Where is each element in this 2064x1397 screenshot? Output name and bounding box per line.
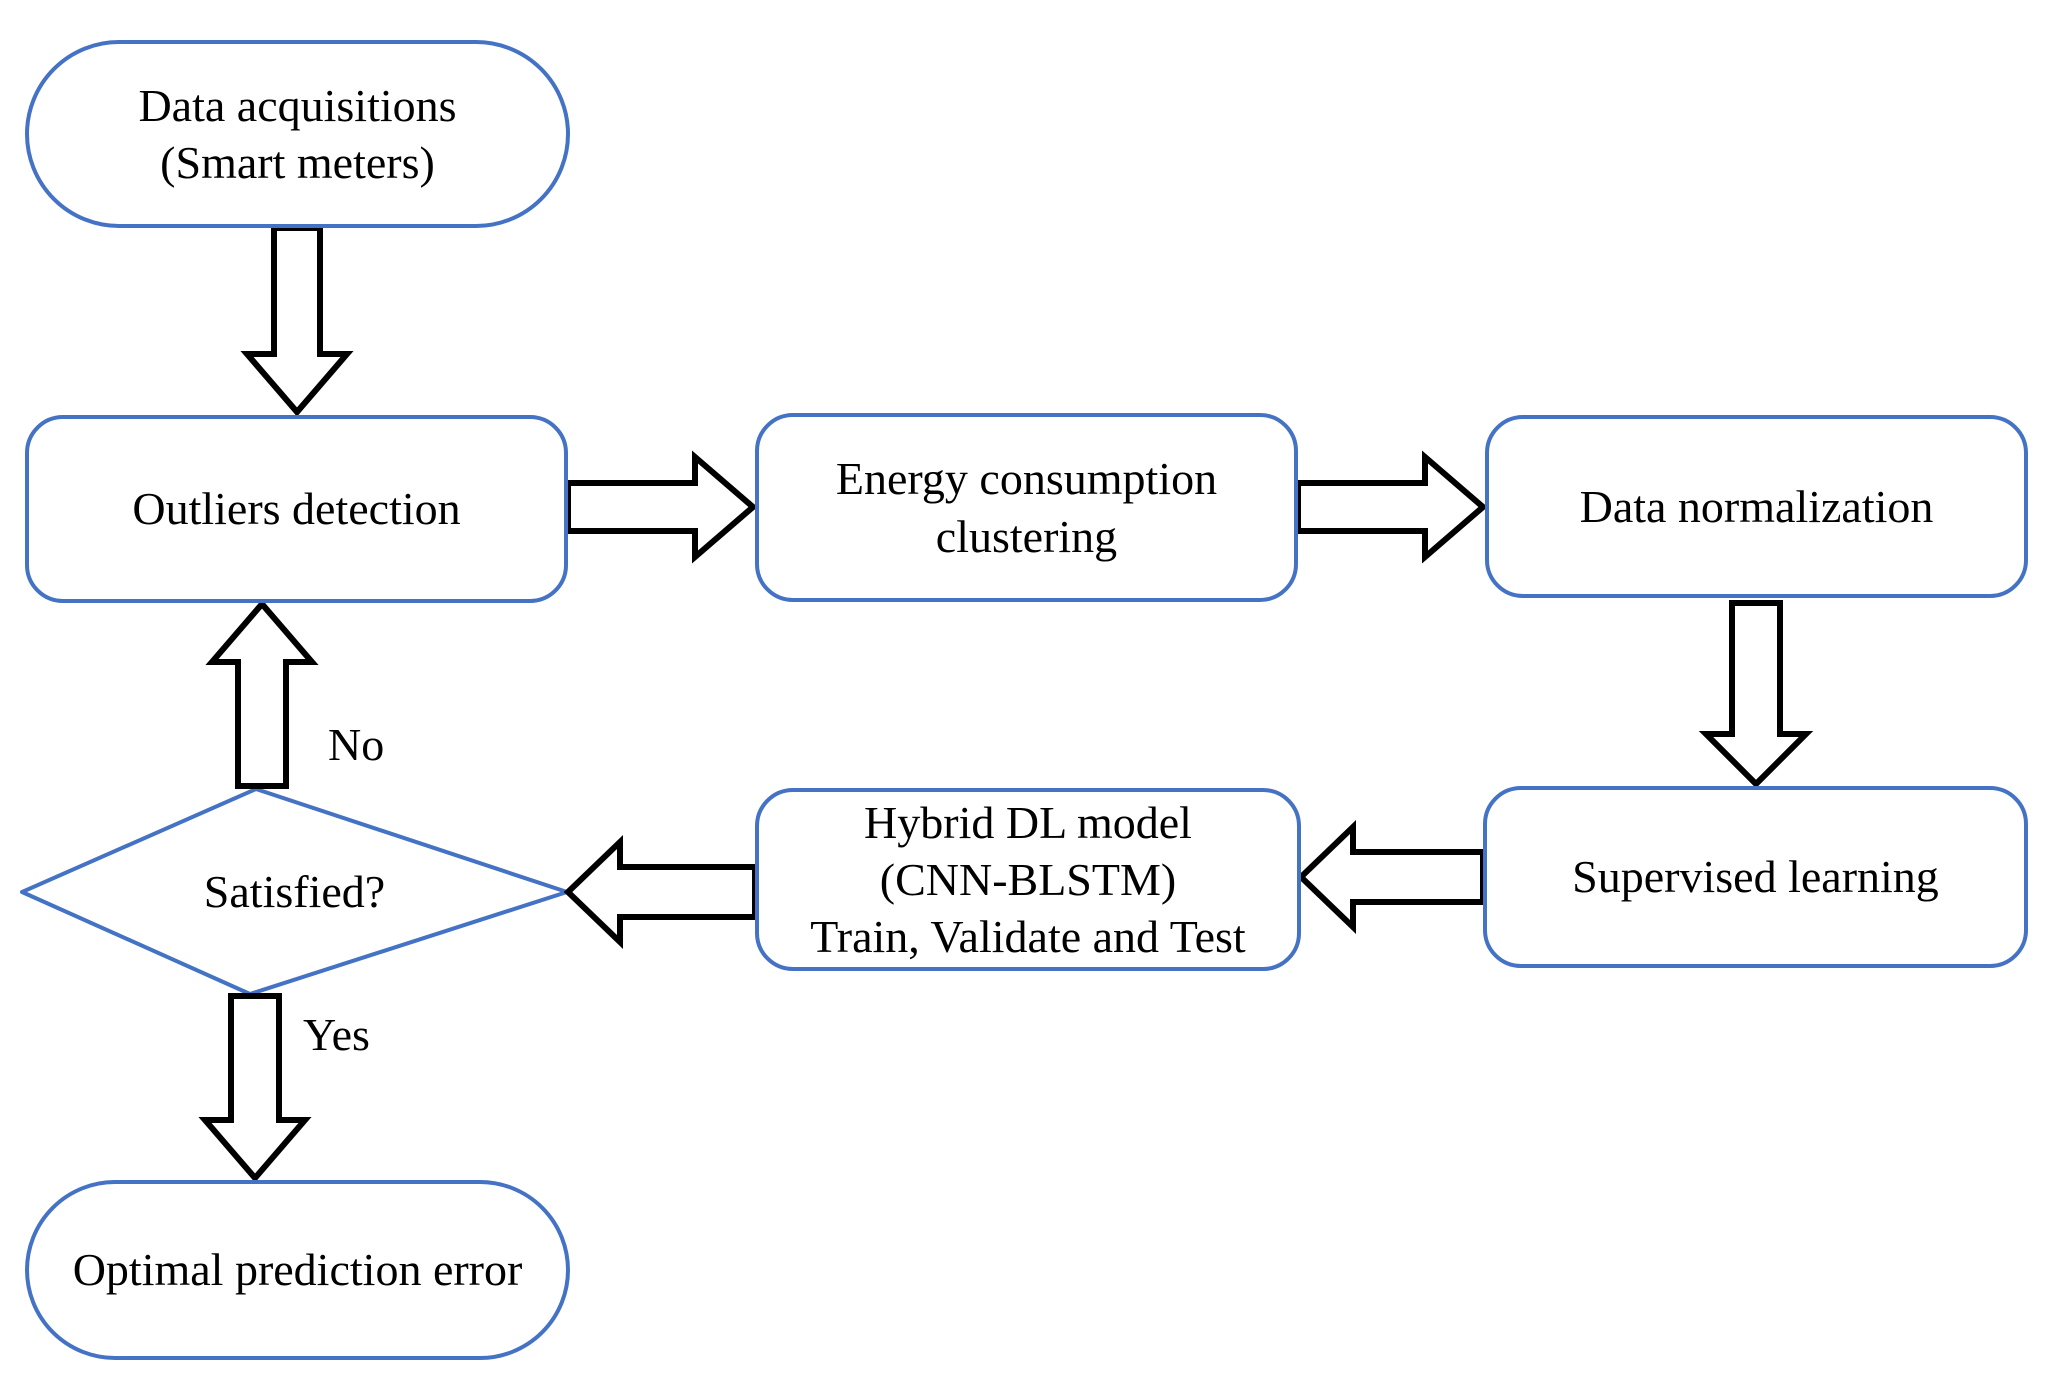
arrow-hybrid-to-decision — [563, 834, 758, 950]
node-hybrid-dl-model: Hybrid DL model (CNN-BLSTM) Train, Valid… — [755, 788, 1301, 971]
edge-label-no: No — [328, 719, 385, 770]
node-data-acquisition: Data acquisitions (Smart meters) — [25, 40, 570, 228]
node-data-normalization: Data normalization — [1485, 415, 2028, 598]
arrow-supervised-to-hybrid — [1296, 819, 1486, 935]
node-outliers-detection: Outliers detection — [25, 415, 568, 603]
arrow-outliers-to-clustering — [565, 450, 758, 564]
arrow-decision-no-to-outliers — [205, 599, 319, 789]
arrow-acquisition-to-outliers — [240, 225, 354, 417]
arrow-decision-yes-to-optimal — [198, 993, 312, 1183]
node-optimal-prediction-error: Optimal prediction error — [25, 1180, 570, 1360]
node-supervised-learning: Supervised learning — [1483, 786, 2028, 968]
arrow-normalization-to-supervised — [1698, 600, 1814, 789]
arrow-clustering-to-normalization — [1295, 450, 1488, 564]
node-satisfied-decision: Satisfied? — [203, 866, 386, 917]
node-energy-consumption-clustering: Energy consumption clustering — [755, 413, 1298, 602]
edge-label-yes: Yes — [303, 1009, 370, 1060]
